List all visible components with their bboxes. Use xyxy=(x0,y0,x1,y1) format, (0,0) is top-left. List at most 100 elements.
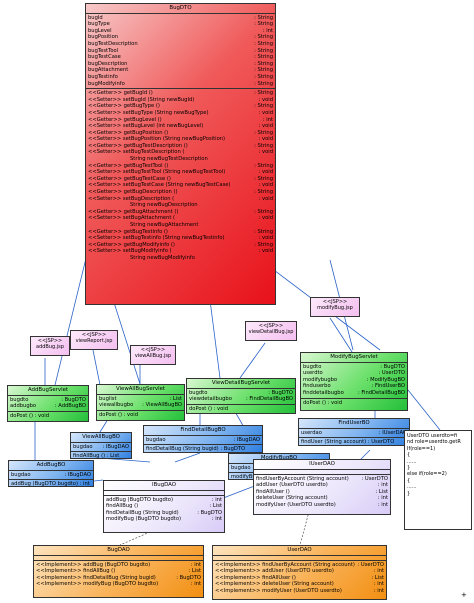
attribute-row: bugdao: IBugDAO xyxy=(11,472,91,479)
class-title: AddBugServlet xyxy=(8,386,88,396)
jsp-name: modifyBug.jsp xyxy=(317,305,353,311)
note-line: ...... xyxy=(407,458,417,465)
attribute-name: bugdao xyxy=(231,464,251,471)
return-type: : List xyxy=(375,488,388,495)
method-signature: <<Setter>> setBugLevel (int newBugLevel) xyxy=(88,123,204,130)
class-title: ViewDetailBugServlet xyxy=(187,379,295,389)
method-row: addUser (UserDTO userdto): int xyxy=(256,482,388,489)
method-signature: <<Setter>> setBugPosition (String newBug… xyxy=(88,136,226,143)
method-signature: doPost () : void xyxy=(99,411,139,418)
attribute-section: bugdao : IBugDAO xyxy=(71,443,131,453)
method-signature: <<Implement>> addUser (UserDTO userdto) xyxy=(215,568,334,575)
return-type: : String xyxy=(254,228,273,235)
jsp-modifybug[interactable]: <<JSP>> modifyBug.jsp xyxy=(310,297,360,317)
attribute-row: bugTestTool: String xyxy=(88,48,273,55)
attribute-type: : BugDTO xyxy=(380,363,405,370)
method-row: <<Getter>> getBugTestDescription (): Str… xyxy=(88,143,273,150)
return-type: : void xyxy=(258,149,273,156)
method-row: findAllUser (): List xyxy=(256,489,388,496)
method-row: <<Getter>> getBugPosition (): String xyxy=(88,130,273,137)
attribute-row: bugTestDescription : String xyxy=(88,41,273,48)
method-row: <<Setter>> setBugTestTool (String newBug… xyxy=(88,169,273,176)
attribute-name: finddetailbugbo xyxy=(303,389,344,396)
iuserdao-interface[interactable]: IUserDAO findUserByAccount (String accou… xyxy=(253,459,391,515)
jsp-name: addBug.jsp xyxy=(36,344,64,350)
class-title: ViewAllBugBO xyxy=(71,433,131,443)
addbugbo-class[interactable]: AddBugBO bugdao: IBugDAO addBug (BugDTO … xyxy=(8,460,94,487)
method-section: doPost () : void xyxy=(97,411,184,420)
method-row: String newBugModifyinfo xyxy=(88,255,273,262)
method-signature: <<Getter>> getBugTestinfo () xyxy=(88,228,168,235)
attribute-row: bugdao: IBugDAO xyxy=(146,437,260,444)
attribute-type: : String xyxy=(254,21,273,28)
return-type: : String xyxy=(254,162,273,169)
finduserbo-class[interactable]: FindUserBO userdao: IUserDAO findUser (S… xyxy=(298,418,410,446)
attribute-type: : String xyxy=(254,73,273,80)
attribute-type: : String xyxy=(254,80,273,87)
bugdao-class[interactable]: BugDAO <<Implement>> addBug (BugDTO bugd… xyxy=(33,545,204,598)
jsp-viewdetailbug[interactable]: <<JSP>> viewDetailBug.jsp xyxy=(245,321,297,341)
attribute-row: finddetailbugbo: FindDetailBugBO xyxy=(303,390,405,397)
method-row: findDetailBug (String bugid) : BugDTO xyxy=(146,446,260,453)
attribute-name: bugTestDescription xyxy=(88,40,138,47)
method-signature: String newBugDescription xyxy=(130,202,198,209)
note-line: nd role=userdto.getR xyxy=(407,439,461,446)
method-row: <<Getter>> getBugDescription (): String xyxy=(88,189,273,196)
finddetailbugbo-class[interactable]: FindDetailBugBO bugdao: IBugDAO findDeta… xyxy=(143,425,263,453)
attribute-name: userdao xyxy=(301,429,322,436)
attribute-name: bugdao xyxy=(146,436,166,443)
jsp-viewreport[interactable]: <<JSP>> viewReport.jsp xyxy=(70,330,118,350)
class-title: FindDetailBugBO xyxy=(144,426,262,436)
method-row: <<Setter>> setBugModifyinfo (: void xyxy=(88,248,273,255)
attribute-name: bugdao xyxy=(73,443,93,450)
method-signature: <<Setter>> setBugId (String newBugId) xyxy=(88,96,195,103)
method-signature: <<Getter>> getBugTestTool () xyxy=(88,162,169,169)
attribute-type: : ViewAllBugBO xyxy=(142,402,182,409)
method-section: addBug (BugDTO bugdto) : int xyxy=(9,480,93,486)
method-signature: findDetailBug (String bugid) : BugDTO xyxy=(146,446,246,453)
attribute-name: bugdao xyxy=(11,471,31,478)
method-signature: <<Setter>> setBugTestDescription ( xyxy=(88,149,185,156)
method-signature: String newBugModifyinfo xyxy=(130,254,195,261)
class-title: BugDTO xyxy=(86,4,275,14)
jsp-addbug[interactable]: <<JSP>> addBug.jsp xyxy=(30,336,70,356)
method-signature: addUser (UserDTO userdto) xyxy=(256,482,328,489)
method-row: <<Setter>> setBugId (String newBugId): v… xyxy=(88,97,273,104)
method-row: findUserByAccount (String account): User… xyxy=(256,476,388,483)
method-signature: <<Setter>> setBugModifyinfo ( xyxy=(88,248,172,255)
class-title: IBugDAO xyxy=(104,481,224,491)
method-signature: <<Getter>> getBugType () xyxy=(88,103,160,110)
userdao-class[interactable]: UserDAO <<Implement>> findUserByAccount … xyxy=(212,545,387,600)
method-row: <<Getter>> getBugModifyinfo (): String xyxy=(88,242,273,249)
attribute-name: bugLevel xyxy=(88,27,112,34)
method-row: <<Setter>> setBugAttachment (: void xyxy=(88,215,273,222)
class-title: ModifyBugServlet xyxy=(301,353,407,363)
attribute-name: bugId xyxy=(88,14,103,21)
method-row: doPost () : void xyxy=(10,413,86,420)
viewallbugbo-class[interactable]: ViewAllBugBO bugdao : IBugDAO findAllBug … xyxy=(70,432,132,459)
attribute-row: bugTestCase: String xyxy=(88,54,273,61)
method-row: <<Getter>> getBugTestinfo () : String xyxy=(88,229,273,236)
method-section: findAllBug () : List xyxy=(71,452,131,458)
method-signature: deleteUser (String account) xyxy=(256,495,328,502)
attribute-type: : UserDTO xyxy=(378,370,405,377)
method-signature: findUser (String account) : UserDTO xyxy=(301,439,395,446)
attribute-type: : String xyxy=(254,60,273,67)
attribute-type: : IBugDAO xyxy=(102,443,129,450)
corner-plus-mark: + xyxy=(461,591,467,599)
return-type: : int xyxy=(190,581,201,588)
class-title: ViewAllBugServlet xyxy=(97,385,184,395)
attribute-row: addbugbo: AddBugBO xyxy=(10,403,86,410)
method-row: <<Setter>> setBugTestDescription ( : void xyxy=(88,149,273,156)
attribute-type: : String xyxy=(254,40,273,47)
note-line: else if(role==2) xyxy=(407,471,447,478)
attribute-row: bugTestinfo: String xyxy=(88,74,273,81)
jsp-viewallbug[interactable]: <<JSP>> viewAllBug.jsp xyxy=(130,345,176,365)
